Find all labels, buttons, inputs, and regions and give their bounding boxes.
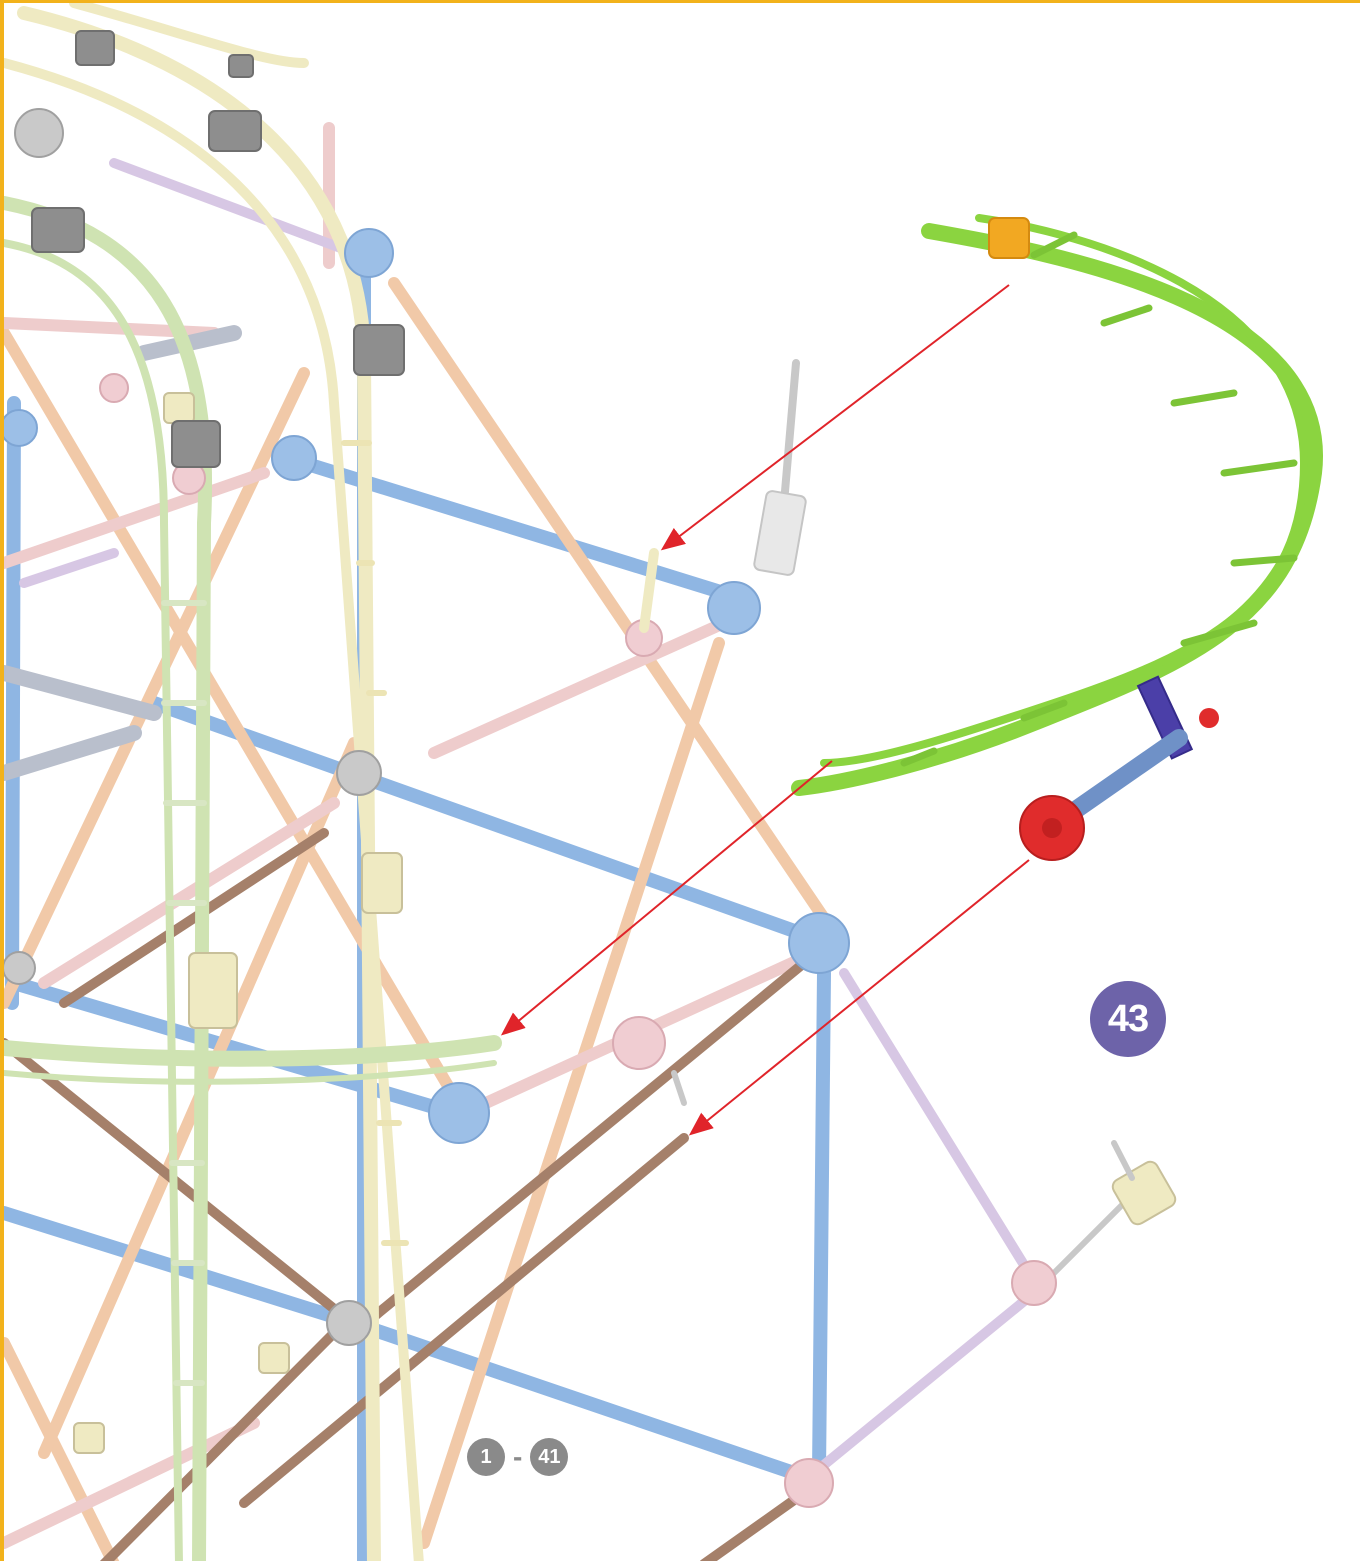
tan-rods [4, 277, 840, 1561]
range-start-badge: 1 [467, 1438, 505, 1476]
range-end: 41 [538, 1445, 561, 1468]
end-clip [1111, 1140, 1177, 1226]
step-number-badge: 43 [1090, 981, 1166, 1057]
lavender-rods [19, 158, 1039, 1478]
range-start: 1 [480, 1445, 492, 1468]
white-rod-assembly [639, 359, 807, 633]
gray-blocks [31, 30, 405, 468]
prerequisite-steps-range: 1 - 41 [467, 1438, 569, 1476]
step-number: 43 [1107, 997, 1149, 1040]
yellow-clips [73, 392, 403, 1454]
axle-with-red-hub [1019, 675, 1219, 861]
assembly-diagram [4, 3, 1323, 1561]
new-track-section [791, 214, 1323, 861]
gray-hubs [4, 108, 382, 1346]
range-end-badge: 41 [530, 1438, 569, 1476]
blue-hubs [4, 228, 850, 1144]
brown-rods [4, 828, 809, 1561]
hub-connectors [4, 30, 1177, 1508]
gray-short-rods [671, 1070, 1137, 1286]
pink-rods [4, 122, 820, 1549]
assembly-arrows [500, 284, 1030, 1136]
pink-hubs [99, 373, 1057, 1508]
range-separator: - [513, 1441, 523, 1472]
